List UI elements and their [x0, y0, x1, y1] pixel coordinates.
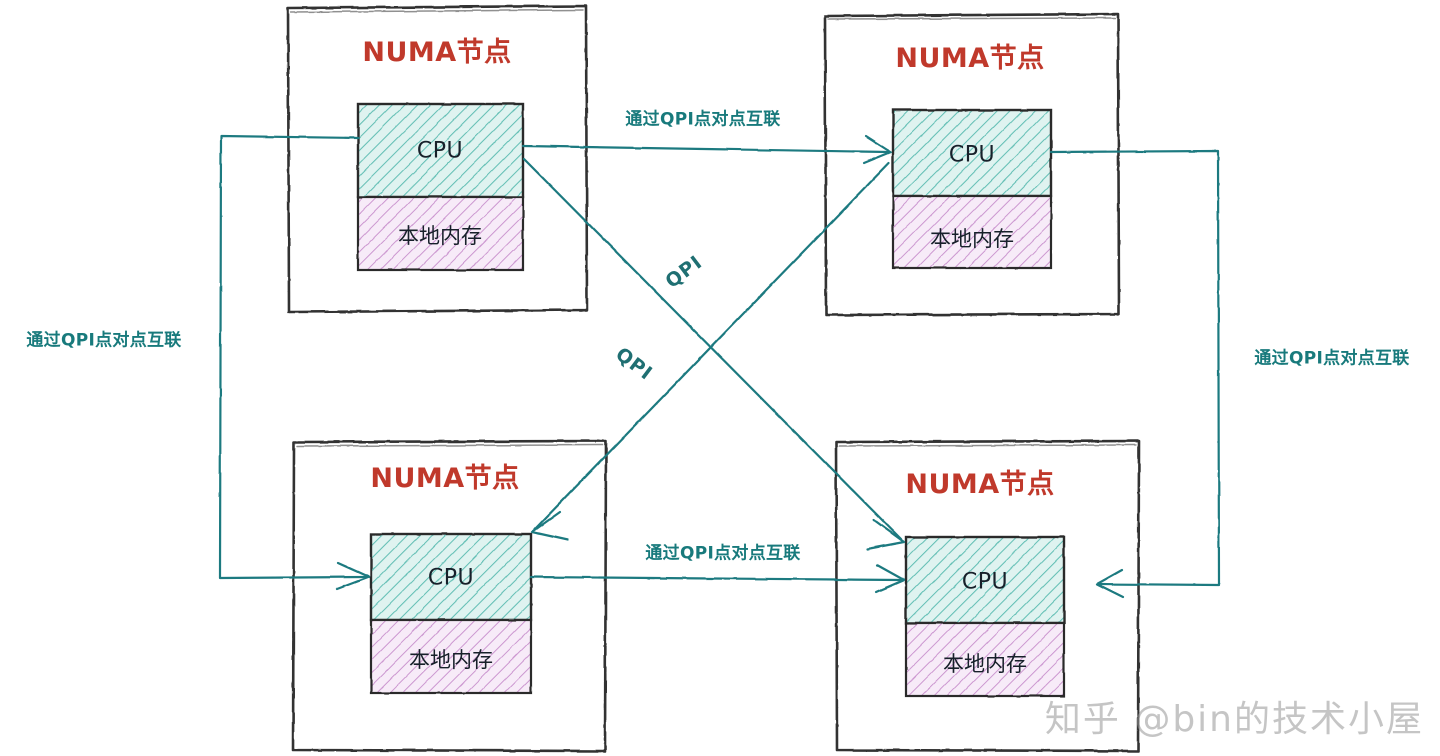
node-title-bottom-right: NUMA节点: [905, 469, 1055, 500]
connector-top-arrowhead: [862, 134, 893, 165]
connector-label-left: 通过QPI点对点互联: [26, 330, 182, 351]
connector-diagonal-tr-bl-arrowhead: [530, 510, 570, 542]
node-frame-bottom-right: [834, 439, 1141, 753]
node-frame-top-right: [823, 12, 1121, 317]
connector-label-right: 通过QPI点对点互联: [1254, 348, 1410, 369]
node-frame-bottom-left: [291, 439, 608, 753]
connector-top: [521, 144, 890, 154]
node-title-bottom-left: NUMA节点: [370, 463, 520, 494]
connector-left-arrowhead: [335, 561, 371, 591]
connector-label-bottom: 通过QPI点对点互联: [645, 543, 801, 564]
node-title-top-left: NUMA节点: [362, 37, 512, 68]
cpu-box-top-left: [356, 102, 525, 199]
cpu-box-bottom-left: [369, 532, 533, 622]
connector-diagonal-tr-bl: [533, 161, 891, 531]
node-frame-top-left: [286, 4, 589, 314]
connector-bottom: [529, 575, 903, 582]
connector-right-arrowhead: [1095, 568, 1125, 599]
connector-diagonal-tl-br: [522, 157, 903, 541]
node-title-top-right: NUMA节点: [895, 43, 1045, 74]
connector-left: [218, 134, 368, 580]
cpu-box-bottom-right: [904, 535, 1066, 625]
connector-right: [1049, 149, 1221, 587]
memory-box-top-left: [356, 195, 525, 272]
node-frame-top-left-dbl: [290, 9, 584, 13]
node-frame-bottom-right-dbl: [838, 444, 1137, 447]
memory-box-bottom-right: [904, 621, 1066, 698]
memory-box-bottom-left: [369, 618, 533, 695]
connector-bottom-arrowhead: [874, 563, 906, 594]
cpu-box-top-right: [891, 108, 1053, 198]
connector-diagonal-tl-br-arrowhead: [865, 518, 906, 551]
node-frame-bottom-left-dbl: [296, 444, 604, 447]
memory-box-top-right: [891, 194, 1053, 270]
node-frame-top-right-dbl: [827, 17, 1116, 20]
connector-label-top: 通过QPI点对点互联: [625, 109, 781, 130]
